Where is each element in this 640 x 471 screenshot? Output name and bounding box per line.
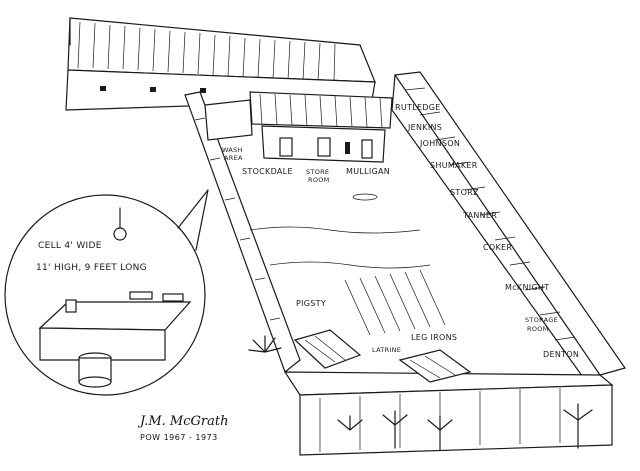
pow-caption: POW 1967 - 1973 <box>140 433 218 442</box>
front-wall <box>283 371 614 456</box>
label-pigsty: PIGSTY <box>296 299 326 308</box>
label-cell-line-2: 11' HIGH, 9 FEET LONG <box>36 263 147 273</box>
label-store-room-2: ROOM <box>308 176 330 184</box>
cell-inset <box>4 189 209 396</box>
label-wash-area-2: AREA <box>224 154 243 162</box>
latrine-hut <box>398 349 472 383</box>
left-wall <box>184 91 301 373</box>
bushes <box>248 335 593 451</box>
crop-rows <box>344 269 446 336</box>
label-storz: STORZ <box>450 188 479 197</box>
top-inner-building <box>204 91 393 163</box>
label-coker: COKER <box>483 243 512 252</box>
label-mcknight: McKNIGHT <box>505 283 549 292</box>
label-store-room-1: STORE <box>306 168 329 176</box>
label-jenkins: JENKINS <box>407 123 442 132</box>
label-denton: DENTON <box>543 350 579 359</box>
artist-signature: J.M. McGrath <box>137 414 228 429</box>
label-storage-room-1: STORAGE <box>525 316 558 324</box>
label-storage-room-2: ROOM <box>527 325 549 333</box>
label-tanner: TANNER <box>462 211 497 220</box>
label-cell-line-1: CELL 4' WIDE <box>38 241 102 251</box>
label-rutledge: RUTLEDGE <box>395 103 441 112</box>
label-johnson: JOHNSON <box>419 139 460 148</box>
label-leg-irons: LEG IRONS <box>411 333 457 342</box>
label-stockdale: STOCKDALE <box>242 167 293 176</box>
pigsty <box>293 329 362 369</box>
label-shumaker: SHUMAKER <box>430 161 478 170</box>
yard-texture <box>249 193 431 269</box>
label-mulligan: MULLIGAN <box>346 167 390 176</box>
label-wash-area-1: WASH <box>222 146 243 154</box>
label-latrine: LATRINE <box>372 346 401 354</box>
